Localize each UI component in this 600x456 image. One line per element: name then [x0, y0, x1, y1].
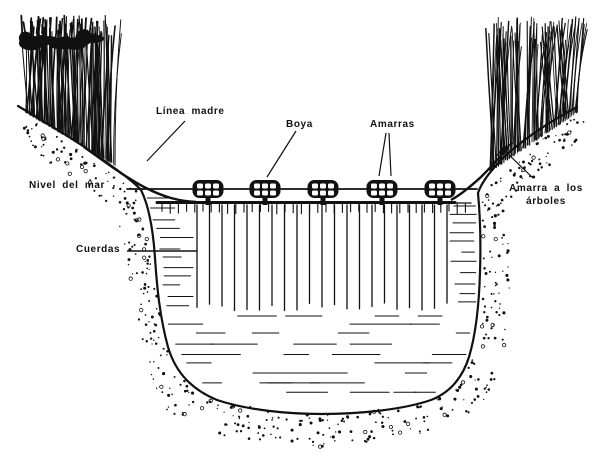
- label-amarra-arboles-line1: Amarra a los: [509, 183, 583, 194]
- trees-right: [485, 16, 588, 171]
- water-texture: [146, 197, 477, 393]
- culture-ropes: [155, 201, 472, 312]
- buoys: [192, 180, 456, 205]
- label-linea-madre: Línea madre: [156, 106, 225, 117]
- leader-amarra-arboles: [505, 151, 534, 179]
- label-amarras: Amarras: [370, 119, 415, 130]
- buoy: [249, 180, 281, 205]
- buoy: [424, 180, 456, 205]
- buoy: [192, 180, 224, 205]
- leader-linea-madre: [146, 120, 186, 162]
- leader-amarras-1: [378, 132, 387, 177]
- label-cuerdas: Cuerdas: [76, 244, 121, 255]
- leader-lines: [127, 120, 534, 252]
- channel-bank-outline: [16, 104, 579, 416]
- label-amarra-arboles-line2: árboles: [526, 195, 566, 207]
- label-boya: Boya: [286, 119, 313, 130]
- ground-stipple-texture: [22, 118, 585, 449]
- mother-line: [83, 142, 513, 204]
- leader-amarras-2: [388, 132, 392, 177]
- trees-left: [18, 14, 122, 166]
- buoy: [366, 180, 398, 205]
- label-nivel-del-mar: Nivel del mar: [29, 180, 106, 191]
- leader-boya: [266, 130, 297, 178]
- buoy: [307, 180, 339, 205]
- label-amarra-arboles: Amarra a los árboles: [504, 183, 588, 208]
